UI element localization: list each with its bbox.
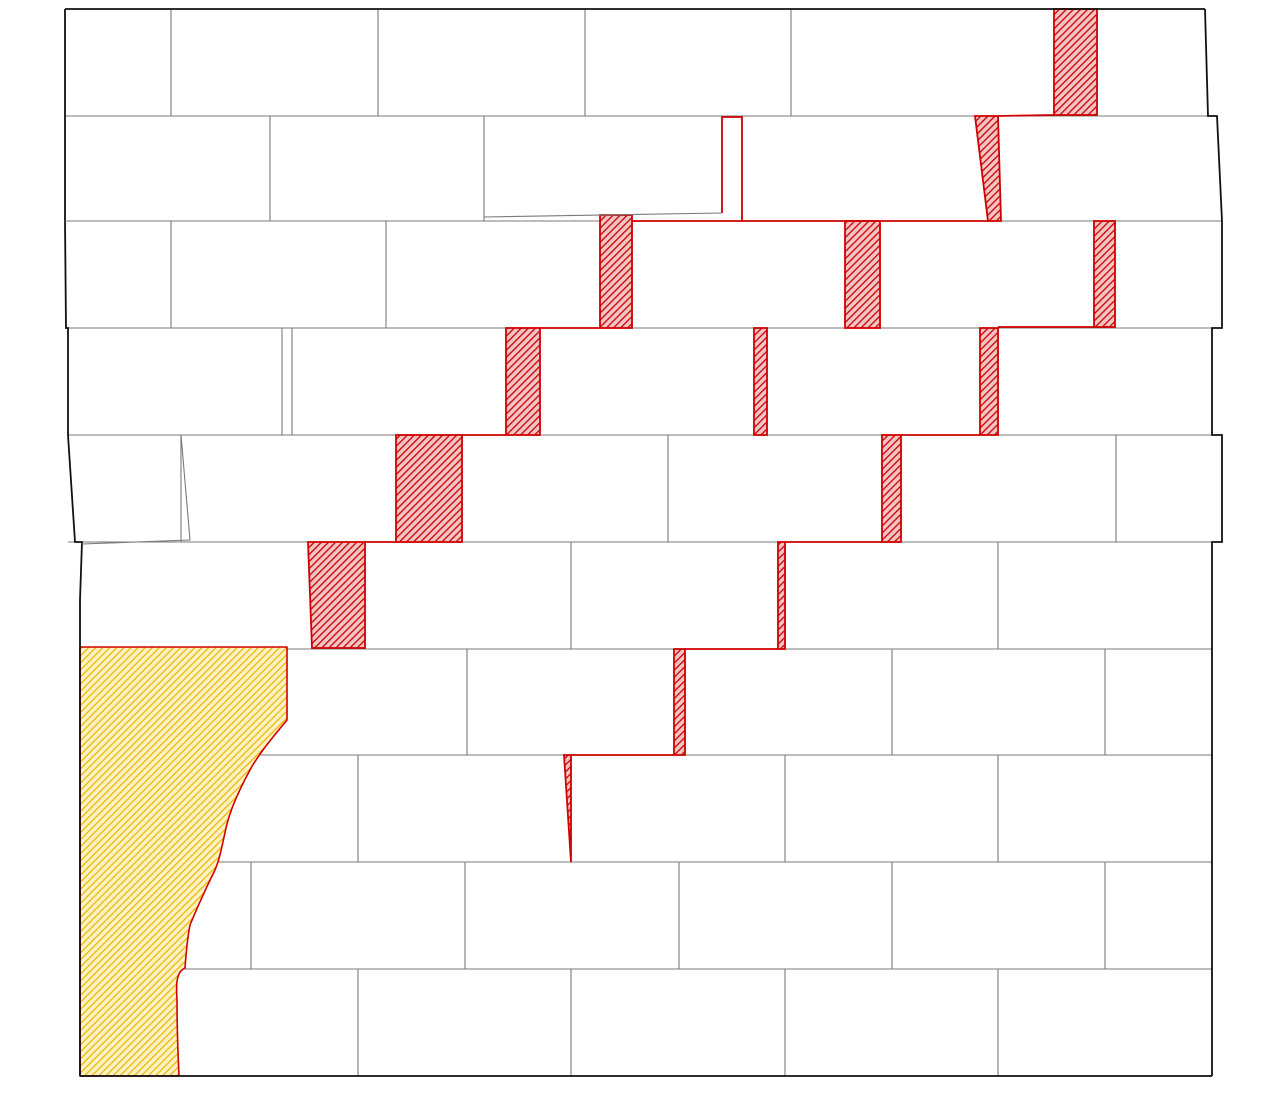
crack-gap (979, 327, 999, 436)
crack-gap (844, 220, 881, 329)
crack-gap (307, 541, 366, 649)
crack-line (721, 116, 743, 221)
spalling-area (79, 646, 288, 1077)
crack-line (997, 114, 1055, 117)
crack-gap (753, 327, 768, 436)
crack-gap (395, 434, 463, 543)
wall-right-edge (1204, 8, 1223, 1076)
displaced-joint (483, 212, 723, 218)
crack-gap (599, 214, 633, 329)
crack-gap (673, 648, 686, 756)
damage-layer (79, 8, 1116, 1077)
wall-left-edge (64, 9, 83, 1076)
crack-gap (973, 115, 1002, 222)
crack-gap (881, 434, 902, 543)
crack-gap (1093, 220, 1116, 328)
displaced-brick-edge (81, 434, 191, 545)
crack-gap (563, 754, 572, 863)
wall-outline (64, 8, 1223, 1077)
crack-gap (777, 541, 786, 650)
crack-gap (505, 327, 541, 436)
crack-gap (1053, 8, 1098, 116)
brick-grid (65, 9, 1222, 1076)
